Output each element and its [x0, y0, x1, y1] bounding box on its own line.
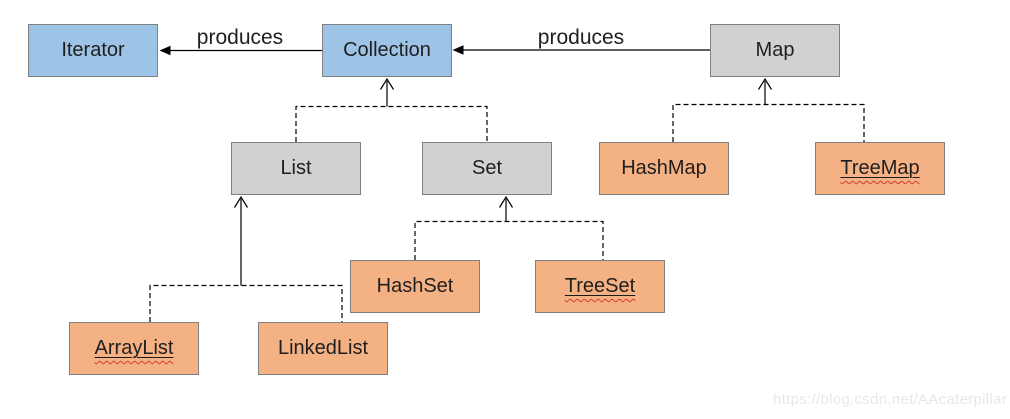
node-hashset-label: HashSet — [376, 275, 454, 297]
arrow-children-to-collection — [379, 77, 395, 107]
node-set-label: Set — [471, 157, 503, 179]
node-list: List — [231, 142, 361, 195]
node-iterator: Iterator — [28, 24, 158, 77]
node-treemap: TreeMap — [815, 142, 945, 195]
node-collection: Collection — [322, 24, 452, 77]
node-hashmap: HashMap — [599, 142, 729, 195]
node-hashset: HashSet — [350, 260, 480, 313]
node-set: Set — [422, 142, 552, 195]
dashed-connector-collection-children — [295, 105, 488, 142]
dashed-connector-list-children — [149, 284, 343, 322]
edge-label-produces-collection: produces — [537, 26, 625, 49]
node-treeset: TreeSet — [535, 260, 665, 313]
node-map-label: Map — [755, 39, 795, 61]
node-linkedlist: LinkedList — [258, 322, 388, 375]
edge-label-produces-iterator: produces — [196, 26, 284, 49]
arrow-children-to-map — [757, 77, 773, 105]
watermark-url: https://blog.csdn.net/AAcaterpillar — [773, 391, 1007, 408]
node-arraylist: ArrayList — [69, 322, 199, 375]
node-map: Map — [710, 24, 840, 77]
dashed-connector-set-children — [414, 220, 604, 260]
node-collection-label: Collection — [343, 39, 431, 61]
node-iterator-label: Iterator — [61, 39, 125, 61]
node-list-label: List — [280, 157, 312, 179]
arrow-children-to-set — [498, 195, 514, 222]
arrow-children-to-list — [233, 195, 249, 286]
node-linkedlist-label: LinkedList — [277, 337, 369, 359]
node-treemap-label: TreeMap — [840, 157, 920, 179]
node-treeset-label: TreeSet — [564, 275, 636, 297]
dashed-connector-map-children — [672, 103, 865, 142]
node-hashmap-label: HashMap — [621, 157, 707, 179]
node-arraylist-label: ArrayList — [94, 337, 174, 359]
